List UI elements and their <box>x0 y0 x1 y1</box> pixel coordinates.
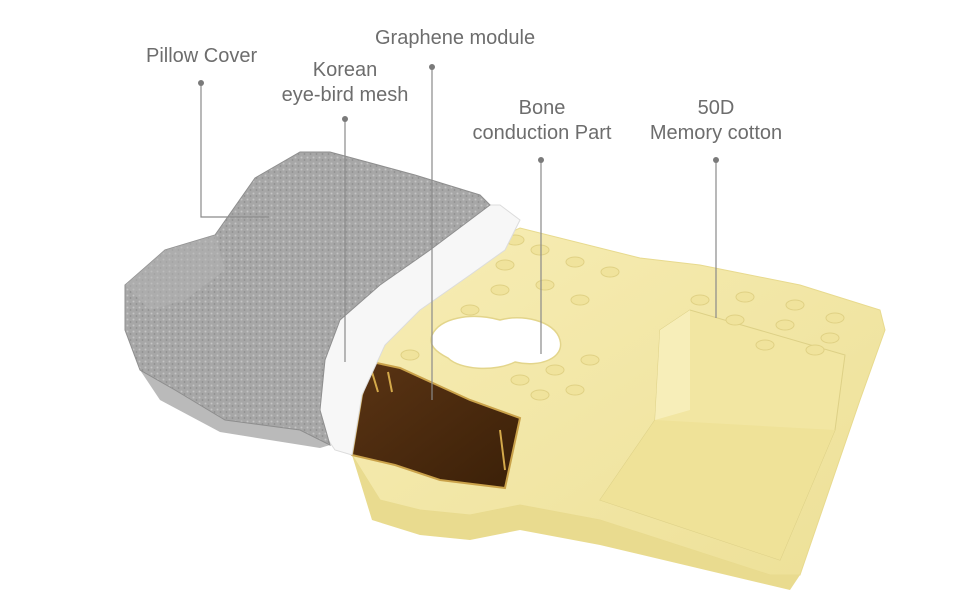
dot-graphene <box>429 64 435 70</box>
graphene-module <box>350 360 522 490</box>
label-memory-line2: Memory cotton <box>649 122 783 144</box>
bone-conduction-cutout <box>430 315 562 370</box>
label-pillow-cover: Pillow Cover <box>146 44 257 69</box>
label-memory-line1: 50D <box>697 97 735 119</box>
label-graphene-module: Graphene module <box>375 26 535 51</box>
memory-foam-body <box>351 227 886 590</box>
label-bone-conduction: Bone conduction Part <box>462 96 622 146</box>
dot-memory <box>713 157 719 163</box>
label-mesh-line1: Korean <box>312 59 378 81</box>
pillow-cover <box>124 151 491 448</box>
leader-dots <box>198 64 719 163</box>
label-pillow-cover-text: Pillow Cover <box>146 45 258 67</box>
dot-bone <box>538 157 544 163</box>
label-bone-line1: Bone <box>518 97 566 119</box>
label-eye-bird-mesh: Korean eye-bird mesh <box>270 58 420 108</box>
leader-pillow-cover <box>200 83 269 218</box>
label-graphene-module-text: Graphene module <box>375 27 536 49</box>
label-bone-line2: conduction Part <box>472 122 612 144</box>
label-memory-cotton: 50D Memory cotton <box>640 96 792 146</box>
dot-mesh <box>342 116 348 122</box>
leader-lines <box>200 67 717 400</box>
dot-pillow-cover <box>198 80 204 86</box>
label-mesh-line2: eye-bird mesh <box>281 84 409 106</box>
